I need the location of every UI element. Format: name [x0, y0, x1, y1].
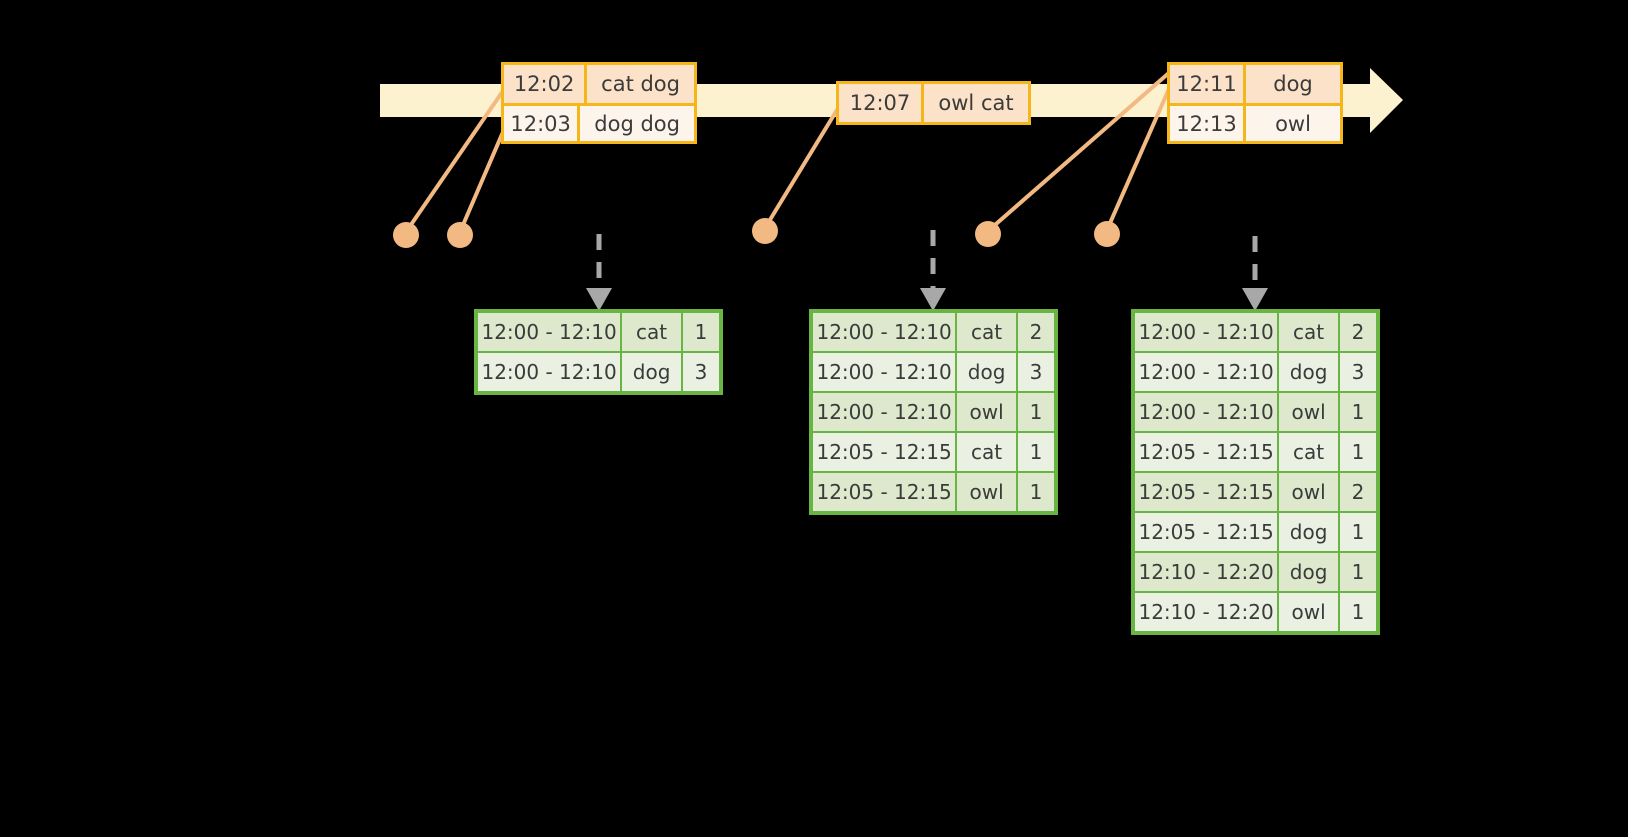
cell-count: 2: [1339, 473, 1377, 511]
connector-dot-3: [752, 218, 778, 244]
cell-count: 3: [1339, 353, 1377, 391]
cell-count: 1: [1017, 393, 1055, 431]
cell-key: owl: [1279, 593, 1338, 631]
connector-dot-1: [393, 222, 419, 248]
cell-window: 12:05 - 12:15: [1135, 433, 1278, 471]
cell-window: 12:05 - 12:15: [813, 473, 956, 511]
cell-key: owl: [957, 393, 1016, 431]
cell-count: 1: [1017, 433, 1055, 471]
cell-window: 12:00 - 12:10: [1135, 393, 1278, 431]
event-box-2[interactable]: 12:07 owl cat: [836, 81, 1031, 125]
cell-key: cat: [957, 433, 1016, 471]
cell-count: 1: [1339, 393, 1377, 431]
event-row[interactable]: 12:13 owl: [1170, 103, 1340, 141]
event-box-1[interactable]: 12:02 cat dog 12:03 dog dog: [501, 62, 697, 144]
event-row[interactable]: 12:03 dog dog: [504, 103, 694, 141]
cell-key: cat: [622, 313, 681, 351]
cell-count: 3: [682, 353, 720, 391]
cell-count: 1: [1017, 473, 1055, 511]
cell-key: dog: [957, 353, 1016, 391]
cell-count: 1: [682, 313, 720, 351]
cell-count: 2: [1339, 313, 1377, 351]
event-row[interactable]: 12:11 dog: [1170, 65, 1340, 103]
cell-window: 12:00 - 12:10: [478, 353, 621, 391]
event-row[interactable]: 12:07 owl cat: [839, 84, 1028, 122]
event-value: cat dog: [587, 65, 694, 103]
cell-window: 12:10 - 12:20: [1135, 593, 1278, 631]
emit-arrowhead-1: [586, 288, 612, 311]
cell-window: 12:05 - 12:15: [1135, 473, 1278, 511]
cell-window: 12:00 - 12:10: [478, 313, 621, 351]
connector-dot-2: [447, 222, 473, 248]
event-value: dog dog: [580, 106, 694, 141]
cell-key: dog: [622, 353, 681, 391]
emit-arrowhead-3: [1242, 288, 1268, 311]
cell-count: 1: [1339, 593, 1377, 631]
cell-key: dog: [1279, 513, 1338, 551]
cell-count: 1: [1339, 553, 1377, 591]
cell-window: 12:00 - 12:10: [813, 393, 956, 431]
cell-count: 3: [1017, 353, 1055, 391]
cell-key: owl: [1279, 473, 1338, 511]
cell-count: 2: [1017, 313, 1055, 351]
event-row[interactable]: 12:02 cat dog: [504, 65, 694, 103]
cell-count: 1: [1339, 433, 1377, 471]
cell-key: cat: [1279, 313, 1338, 351]
cell-count: 1: [1339, 513, 1377, 551]
cell-key: dog: [1279, 553, 1338, 591]
event-value: owl: [1246, 106, 1340, 141]
cell-window: 12:05 - 12:15: [1135, 513, 1278, 551]
connector-dot-5: [1094, 221, 1120, 247]
cell-key: owl: [957, 473, 1016, 511]
event-time: 12:11: [1170, 65, 1246, 103]
event-time: 12:03: [504, 106, 581, 141]
connector-line-3: [763, 103, 842, 230]
connector-dot-4: [975, 221, 1001, 247]
cell-window: 12:05 - 12:15: [813, 433, 956, 471]
event-box-3[interactable]: 12:11 dog 12:13 owl: [1167, 62, 1343, 144]
cell-key: cat: [1279, 433, 1338, 471]
event-time: 12:13: [1170, 106, 1246, 141]
cell-window: 12:00 - 12:10: [1135, 353, 1278, 391]
cell-key: owl: [1279, 393, 1338, 431]
cell-key: dog: [1279, 353, 1338, 391]
cell-window: 12:10 - 12:20: [1135, 553, 1278, 591]
cell-window: 12:00 - 12:10: [813, 353, 956, 391]
cell-key: cat: [957, 313, 1016, 351]
cell-window: 12:00 - 12:10: [1135, 313, 1278, 351]
emit-arrowhead-2: [920, 288, 946, 311]
event-value: owl cat: [924, 84, 1028, 122]
event-time: 12:07: [839, 84, 924, 122]
event-time: 12:02: [504, 65, 588, 103]
event-value: dog: [1246, 65, 1340, 103]
cell-window: 12:00 - 12:10: [813, 313, 956, 351]
